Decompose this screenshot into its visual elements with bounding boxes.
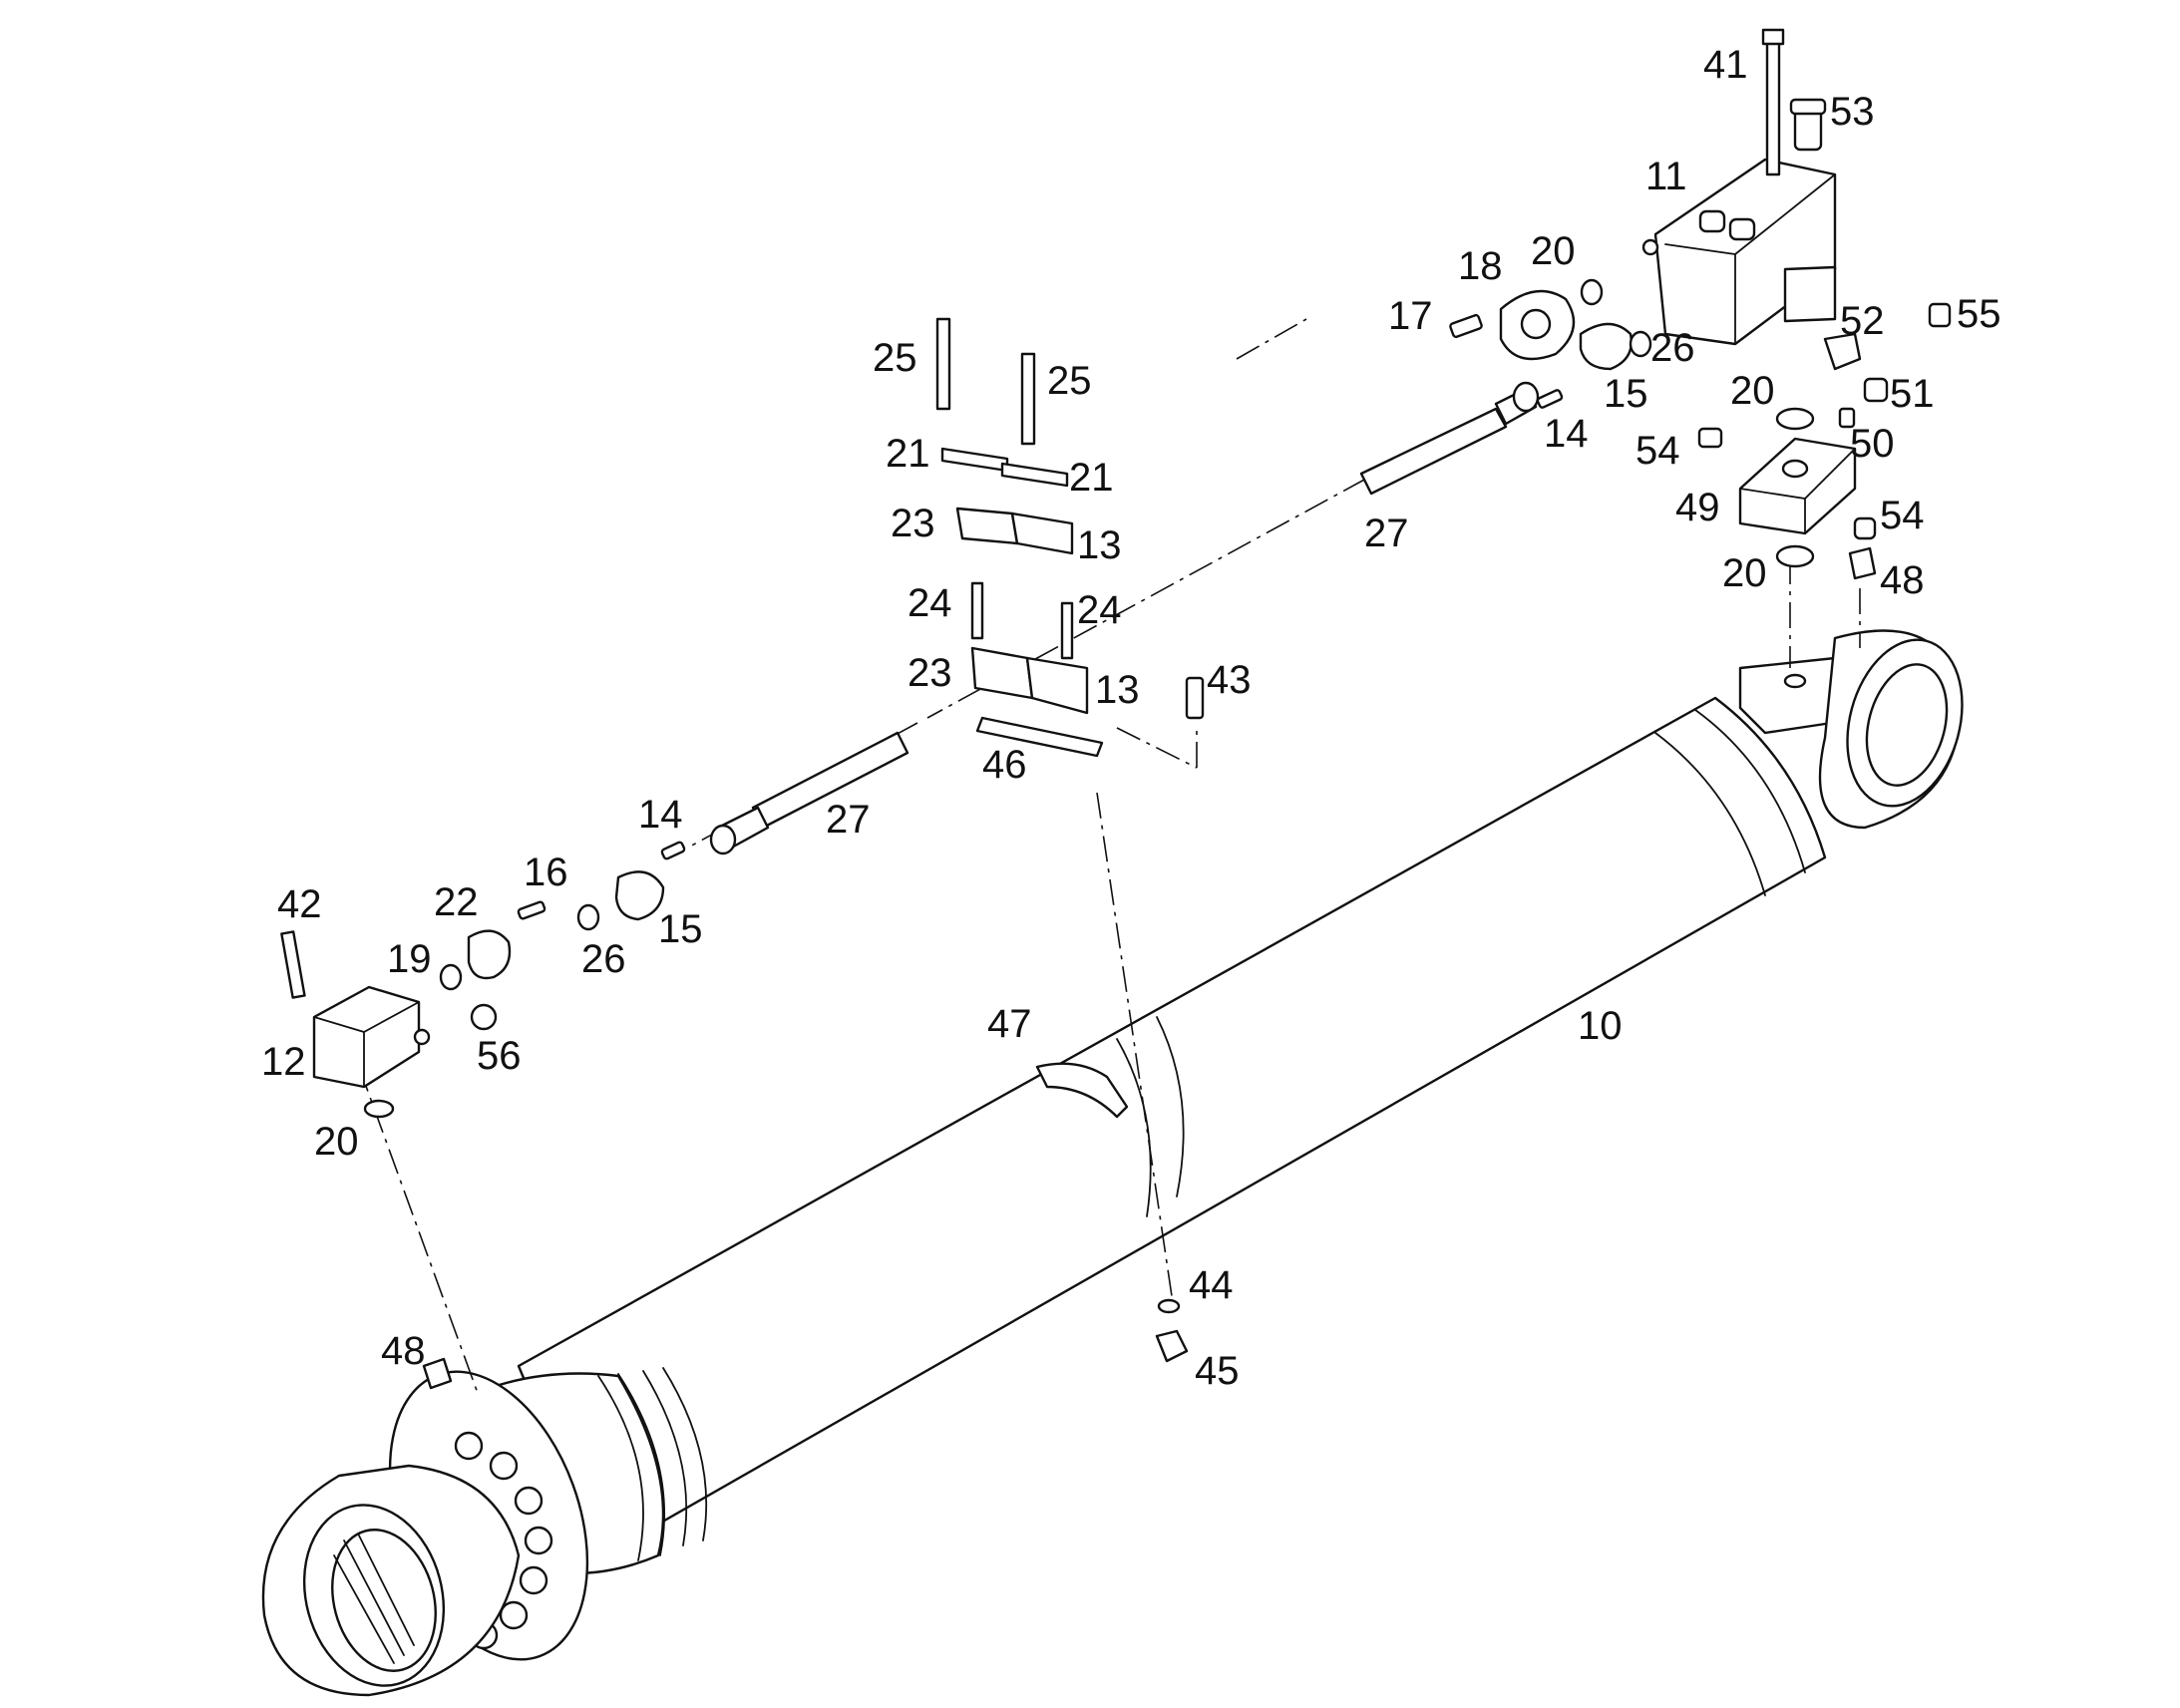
callout-13: 13 <box>1077 523 1122 567</box>
callout-25: 25 <box>873 336 917 380</box>
callout-51: 51 <box>1890 372 1935 416</box>
callout-55: 55 <box>1957 292 2001 336</box>
plug-56 <box>470 1003 498 1031</box>
fitting-55 <box>1928 302 1952 328</box>
screw-14-lower <box>660 841 686 860</box>
callout-21: 21 <box>886 432 930 476</box>
oring-26-lower <box>576 903 600 931</box>
callout-18: 18 <box>1458 244 1503 288</box>
hydraulic-cylinder-body <box>261 629 1964 1697</box>
oring-20-upper <box>1580 278 1604 306</box>
valve-block <box>1641 158 1837 346</box>
callout-12: 12 <box>261 1040 306 1084</box>
callout-54: 54 <box>1635 429 1680 473</box>
oring-19 <box>439 963 463 991</box>
callout-48: 48 <box>381 1329 426 1373</box>
callout-14: 14 <box>1544 412 1589 456</box>
oring-20-lower-block <box>363 1099 395 1119</box>
callout-47: 47 <box>987 1002 1032 1046</box>
callout-20: 20 <box>1531 229 1576 273</box>
bolt-42 <box>280 930 306 999</box>
callout-45: 45 <box>1195 1349 1240 1393</box>
callout-27: 27 <box>1364 512 1409 555</box>
flange-15-upper <box>1579 322 1633 371</box>
callout-53: 53 <box>1830 90 1875 134</box>
plug-54-upper <box>1697 427 1723 449</box>
flange-18 <box>1499 289 1576 361</box>
callout-43: 43 <box>1207 658 1252 702</box>
callout-49: 49 <box>1675 486 1720 529</box>
callout-21: 21 <box>1069 456 1114 500</box>
washer-44 <box>1157 1298 1181 1314</box>
rod-end-eye <box>261 1464 521 1697</box>
oring-20-low <box>1775 544 1815 568</box>
valve-block-12 <box>312 985 431 1089</box>
oring-20-mid <box>1775 407 1815 431</box>
bolt-17 <box>1449 313 1483 339</box>
callout-52: 52 <box>1840 299 1885 343</box>
callout-46: 46 <box>982 743 1027 787</box>
callout-26: 26 <box>1650 326 1695 370</box>
callout-44: 44 <box>1189 1263 1234 1307</box>
callout-20: 20 <box>1722 551 1767 595</box>
callout-15: 15 <box>658 907 703 951</box>
fitting-53 <box>1789 98 1827 152</box>
pipe-27-upper <box>1359 381 1540 496</box>
adapter-block-49 <box>1738 437 1857 535</box>
screw-16 <box>517 900 546 920</box>
callout-17: 17 <box>1388 294 1433 338</box>
callout-10: 10 <box>1578 1004 1623 1048</box>
head-end-eye <box>1818 629 1964 830</box>
callout-22: 22 <box>434 880 479 924</box>
callout-48: 48 <box>1880 558 1925 602</box>
plug-48-upper <box>1848 546 1877 580</box>
fitting-52 <box>1823 332 1862 371</box>
callout-56: 56 <box>477 1034 522 1078</box>
plug-54-lower <box>1853 516 1877 540</box>
callout-41: 41 <box>1703 43 1748 87</box>
nut-45 <box>1155 1329 1189 1363</box>
callout-27: 27 <box>826 798 871 842</box>
callout-50: 50 <box>1850 422 1895 466</box>
callout-20: 20 <box>1730 369 1775 413</box>
callout-labels: 41 53 11 18 20 17 26 52 55 15 20 51 14 5… <box>261 43 2001 1393</box>
callout-14: 14 <box>638 793 683 837</box>
callout-23: 23 <box>908 651 952 695</box>
clamp-strap-47 <box>1035 1062 1129 1119</box>
callout-23: 23 <box>891 502 935 545</box>
callout-11: 11 <box>1645 155 1687 198</box>
callout-54: 54 <box>1880 494 1925 537</box>
callout-26: 26 <box>581 937 626 981</box>
callout-15: 15 <box>1604 372 1648 416</box>
flange-15-lower <box>614 870 665 921</box>
callout-42: 42 <box>277 882 322 926</box>
bolt-41 <box>1761 28 1785 176</box>
callout-25: 25 <box>1047 359 1092 403</box>
flange-22 <box>467 929 512 980</box>
callout-16: 16 <box>524 851 568 894</box>
callout-20: 20 <box>314 1120 359 1164</box>
oring-26-upper <box>1629 330 1652 358</box>
screw-14-upper <box>1536 389 1564 409</box>
pipe-27-lower <box>709 731 909 855</box>
callout-24: 24 <box>908 581 952 625</box>
fitting-50 <box>1838 407 1856 429</box>
callout-24: 24 <box>1077 588 1122 632</box>
callout-19: 19 <box>387 937 432 981</box>
callout-13: 13 <box>1095 668 1140 712</box>
clamp-assembly <box>935 317 1205 758</box>
fitting-51 <box>1863 377 1889 403</box>
plug-48-lower <box>422 1357 453 1390</box>
